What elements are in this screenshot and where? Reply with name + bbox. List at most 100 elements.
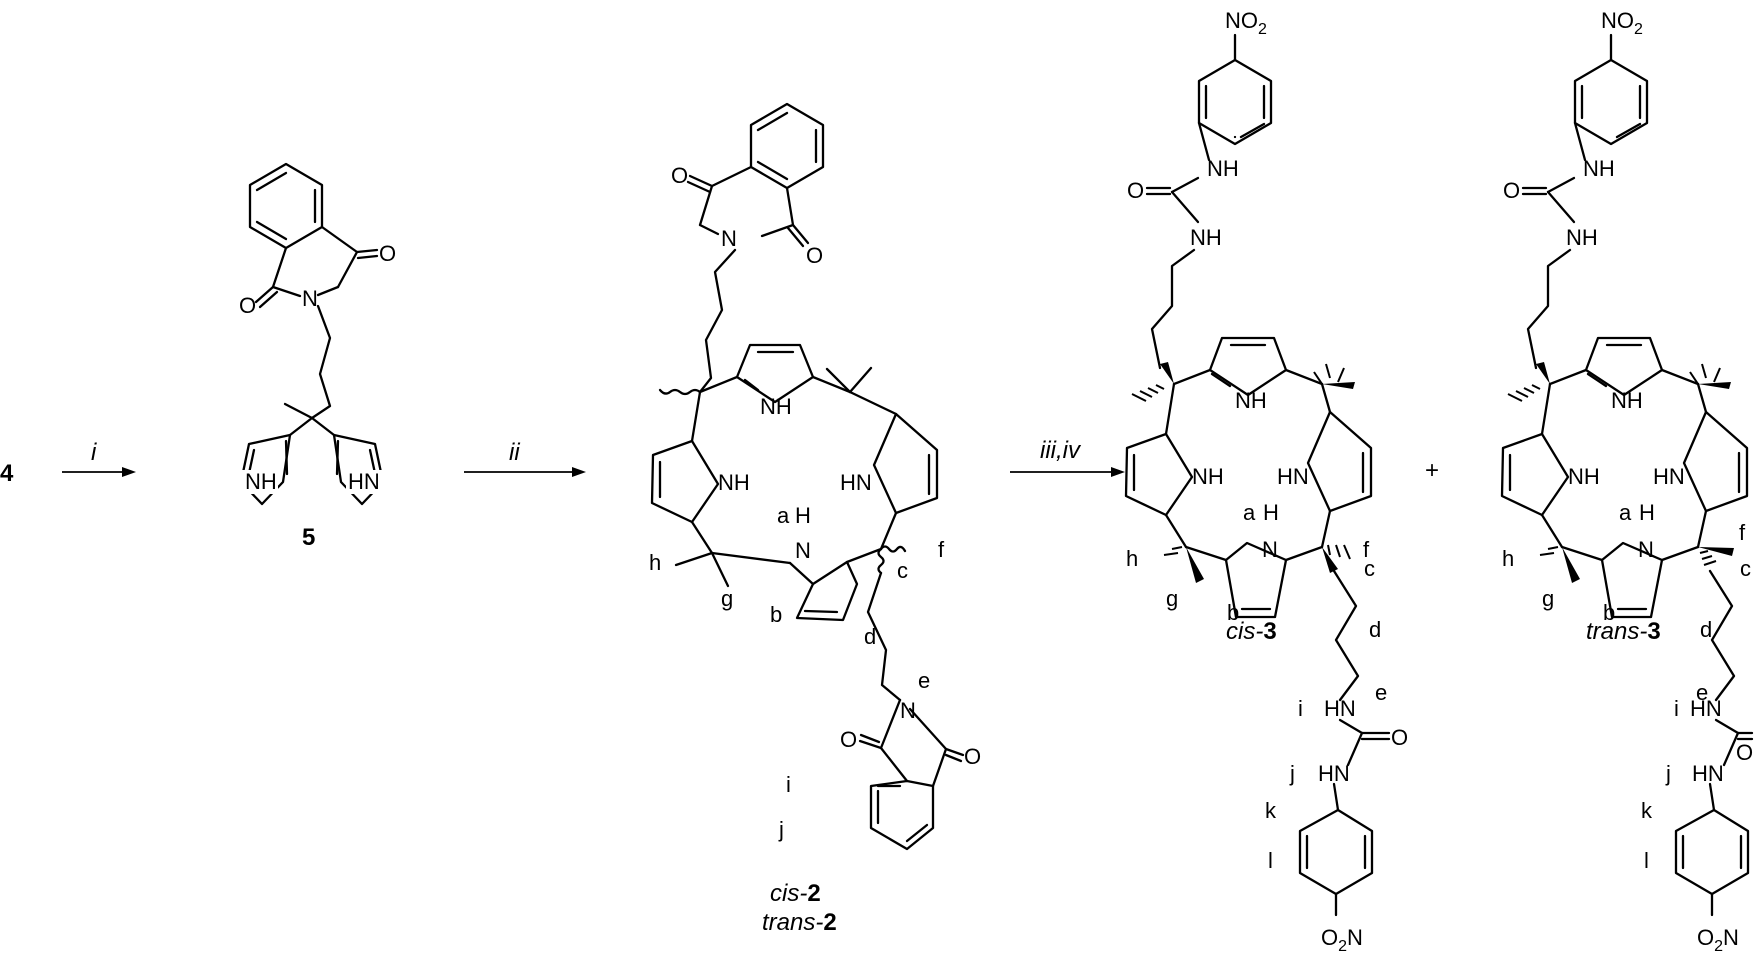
cis-3-nh-pyrrole-left: NH <box>1192 464 1224 489</box>
compound-2-nh-left: NH <box>718 470 750 495</box>
arrow-step-2 <box>464 467 586 477</box>
compound-2-n-top: N <box>721 226 737 251</box>
cis-3-o-urea-bottom: O <box>1391 725 1408 750</box>
reagent-step-3: iii,iv <box>1040 437 1082 464</box>
cis-3-label: cis-3 <box>1226 618 1277 645</box>
arrow-step-1 <box>62 467 136 477</box>
compound-2-o-bottom-left: O <box>840 727 857 752</box>
trans-3-no2-top-sub: 2 <box>1634 21 1643 38</box>
compound-2-hn-right: HN <box>840 470 872 495</box>
trans-3-proton-c: c <box>1740 556 1751 581</box>
cis-3-proton-e: e <box>1375 680 1387 705</box>
trans-3-no2-bottom: O2N <box>1697 925 1739 955</box>
trans-3-no2-top: NO2 <box>1601 8 1643 38</box>
trans-3-prefix: trans- <box>1586 618 1647 645</box>
compound-2-h-bottom: H <box>795 503 811 528</box>
trans-3-proton-e: e <box>1696 680 1708 705</box>
trans-3-hn-urea-bottom: HN <box>1690 696 1722 721</box>
cis-3-no2-top-sub: 2 <box>1258 21 1267 38</box>
trans-3-proton-d: d <box>1700 617 1712 642</box>
reagent-step-2: ii <box>509 439 520 466</box>
trans-3-o-urea-top: O <box>1503 178 1520 203</box>
cis-3-prefix: cis- <box>1226 618 1263 645</box>
cis-3-proton-l: l <box>1268 848 1273 873</box>
cis-3-hn-aryl-bottom: HN <box>1318 761 1350 786</box>
cis-3-hn-pyrrole-right: HN <box>1277 464 1309 489</box>
compound-2-label-trans: trans-2 <box>762 909 837 936</box>
compound-2-proton-i: i <box>786 772 791 797</box>
trans-3-proton-k: k <box>1641 798 1653 823</box>
cis-3-proton-g: g <box>1166 586 1178 611</box>
trans-3-no2-top-base: NO <box>1601 8 1634 33</box>
cis-3-no2-top-base: NO <box>1225 8 1258 33</box>
cis-3-proton-b: b <box>1227 600 1239 625</box>
plus-sign: + <box>1425 457 1439 484</box>
compound-2-proton-h: h <box>649 550 661 575</box>
cis-3-n-bottom: N <box>1262 537 1278 562</box>
cis-3-hn-urea-bottom: HN <box>1324 696 1356 721</box>
trans-3-hn-pyrrole-right: HN <box>1653 464 1685 489</box>
trans-3-no2-bottom-n: N <box>1723 925 1739 950</box>
compound-2-cis-prefix: cis- <box>770 880 807 907</box>
compound-2-o-top-left: O <box>671 163 688 188</box>
trans-3-proton-i: i <box>1674 696 1679 721</box>
cis-3-proton-k: k <box>1265 798 1277 823</box>
cis-3-o-urea-top: O <box>1127 178 1144 203</box>
trans-3-label: trans-3 <box>1586 618 1661 645</box>
cis-3-proton-c: c <box>1364 556 1375 581</box>
compound-2-proton-c: c <box>897 558 908 583</box>
trans-3-proton-a: a <box>1619 500 1632 525</box>
compound-2-structure <box>650 102 965 851</box>
cis-3-h-bottom: H <box>1263 500 1279 525</box>
trans-3-proton-l: l <box>1644 848 1649 873</box>
cis-3-nh-chain-top: NH <box>1190 225 1222 250</box>
compound-2-nh-top: NH <box>760 394 792 419</box>
cis-3-proton-f: f <box>1363 537 1370 562</box>
trans-3-proton-h: h <box>1502 546 1514 571</box>
compound-5-imide-n: N <box>302 286 318 311</box>
compound-2-proton-j: j <box>778 817 784 842</box>
compound-5-imide-o-right: O <box>379 241 396 266</box>
cis-3-no2-bottom-sub: 2 <box>1338 938 1347 955</box>
trans-3-o-urea-bottom: O <box>1736 740 1753 765</box>
cis-3-no2-top: NO2 <box>1225 8 1267 38</box>
compound-2-proton-a: a <box>777 503 790 528</box>
cis-3-nh-pyrrole-top: NH <box>1235 388 1267 413</box>
trans-3-no2-bottom-o: O <box>1697 925 1714 950</box>
compound-2-proton-f: f <box>938 537 945 562</box>
trans-3-proton-g: g <box>1542 586 1554 611</box>
compound-2-n-bottom: N <box>795 538 811 563</box>
compound-4-label: 4 <box>0 460 14 487</box>
trans-3-proton-j: j <box>1665 761 1671 786</box>
trans-3-no2-bottom-sub: 2 <box>1714 938 1723 955</box>
cis-3-proton-h: h <box>1126 546 1138 571</box>
trans-3-proton-f: f <box>1739 520 1746 545</box>
arrow-step-3 <box>1010 467 1125 477</box>
trans-3-n-bottom: N <box>1638 537 1654 562</box>
compound-2-proton-b: b <box>770 602 782 627</box>
cis-3-proton-d: d <box>1369 617 1381 642</box>
compound-2-proton-g: g <box>721 586 733 611</box>
trans-3-nh-chain-top: NH <box>1566 225 1598 250</box>
cis-3-nh-urea-top: NH <box>1207 156 1239 181</box>
trans-3-nh-urea-top: NH <box>1583 156 1615 181</box>
cis-3-number: 3 <box>1263 618 1276 645</box>
cis-3-proton-j: j <box>1289 761 1295 786</box>
compound-2-trans-number: 2 <box>823 909 836 936</box>
cis-3-no2-bottom: O2N <box>1321 925 1363 955</box>
compound-2-trans-prefix: trans- <box>762 909 823 936</box>
trans-3-structure <box>1500 33 1754 917</box>
cis-3-no2-bottom-n: N <box>1347 925 1363 950</box>
cis-3-proton-i: i <box>1298 696 1303 721</box>
compound-5-pyrrole-nh-left: NH <box>245 469 277 494</box>
compound-2-o-top-right: O <box>806 243 823 268</box>
trans-3-number: 3 <box>1647 618 1660 645</box>
trans-3-nh-pyrrole-top: NH <box>1611 388 1643 413</box>
compound-2-proton-d: d <box>864 624 876 649</box>
compound-2-n-bottom-imide: N <box>900 698 916 723</box>
compound-5-pyrrole-hn-right: HN <box>348 469 380 494</box>
compound-2-o-bottom-right: O <box>964 744 981 769</box>
compound-2-proton-e: e <box>918 668 930 693</box>
reagent-step-1: i <box>91 439 97 466</box>
